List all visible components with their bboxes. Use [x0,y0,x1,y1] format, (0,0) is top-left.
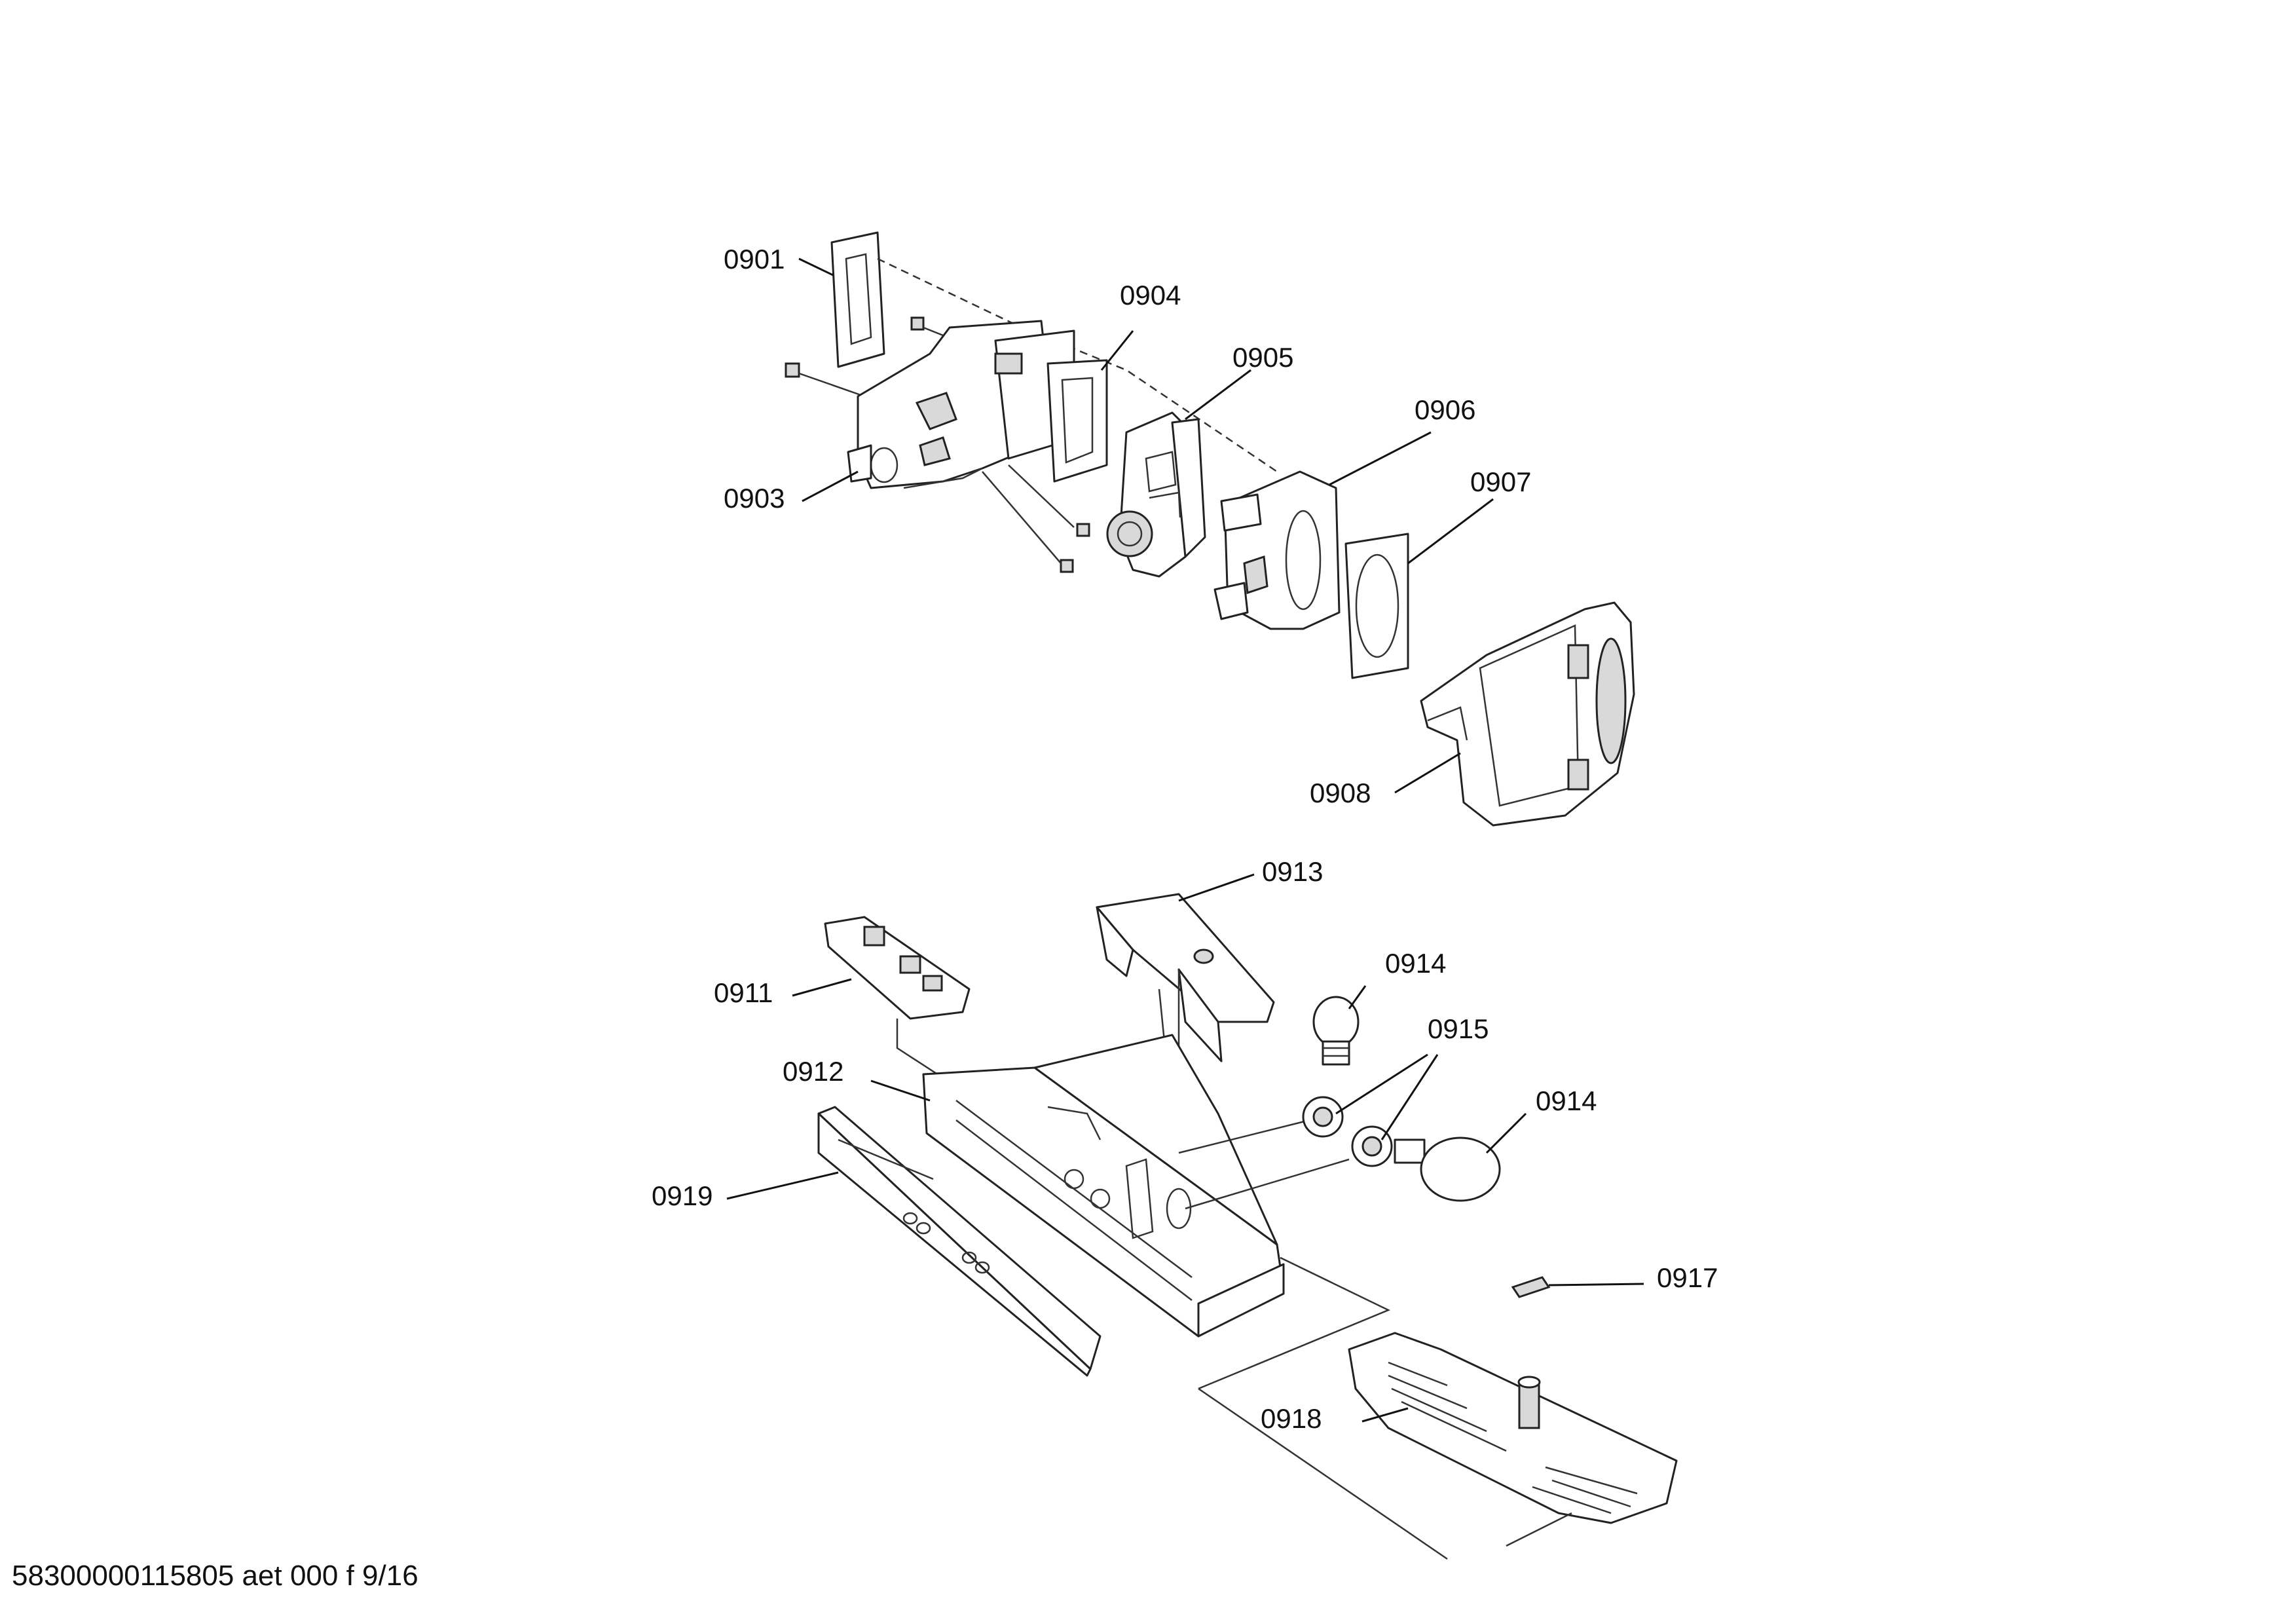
assembly-line [1178,1119,1310,1154]
part-0912-frame [922,1034,1285,1338]
label-0911: 0911 [714,977,773,1008]
label-0905: 0905 [1232,342,1293,373]
part-0918-tray [1348,1332,1678,1524]
assembly-line [1198,1387,1448,1560]
label-0918: 0918 [1261,1403,1322,1434]
part-0908-cover [1420,601,1635,827]
label-0908: 0908 [1310,778,1371,808]
part-0914-bulb-upper [1312,996,1360,1066]
part-0914-bulb-lower [1394,1136,1501,1202]
assembly-line [1506,1512,1572,1547]
part-labels: 0901 0903 0904 0905 0906 0907 0908 0911 … [652,244,1718,1434]
label-0907: 0907 [1470,466,1531,497]
part-0905-motor [1106,411,1206,578]
part-0906-duct [1213,470,1341,630]
label-0914-upper: 0914 [1385,948,1446,979]
label-0915: 0915 [1428,1013,1489,1044]
label-0912: 0912 [783,1056,843,1087]
part-0915-sockets [1302,1096,1393,1167]
part-0907-gasket [1344,533,1409,679]
document-reference: 58300000115805 aet 000 f 9/16 [12,1560,418,1592]
label-0914-lower: 0914 [1536,1085,1597,1116]
screw-parts [785,316,1090,573]
part-0917-pin [1511,1276,1551,1298]
label-0913: 0913 [1262,856,1323,887]
assembly-line [1198,1256,1391,1390]
part-0901-gasket [830,231,885,368]
leader-lines [726,257,1644,1423]
label-0904: 0904 [1120,280,1181,310]
label-0903: 0903 [724,483,785,514]
label-0917: 0917 [1657,1262,1718,1293]
label-0906: 0906 [1415,394,1475,425]
label-0901: 0901 [724,244,785,274]
part-0919-plate [817,1106,1102,1377]
label-0919: 0919 [652,1180,713,1211]
assembly-line [838,1138,934,1180]
part-0904-gasket [1046,359,1108,483]
assembly-line [1185,1158,1350,1210]
